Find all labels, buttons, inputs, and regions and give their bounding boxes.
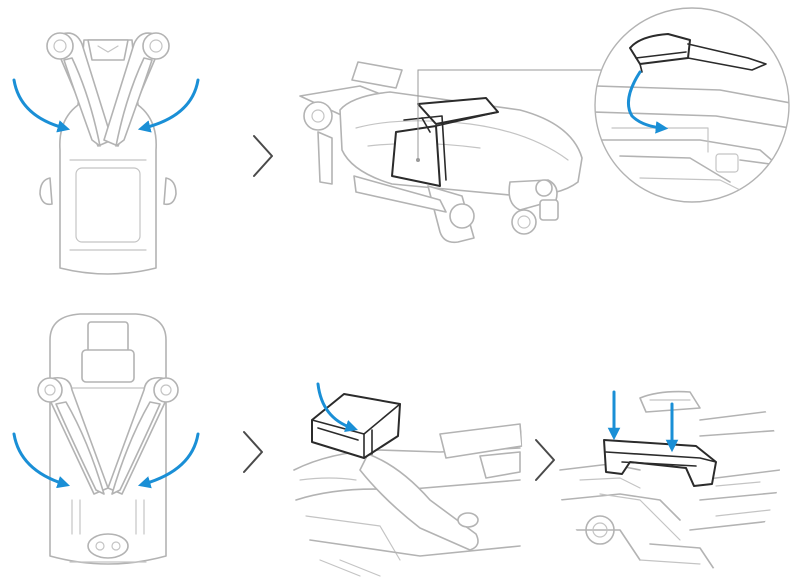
drone-top-view	[39, 32, 177, 275]
step-2-attach-strap	[299, 7, 790, 244]
gimbal-cover	[311, 393, 401, 459]
chevron-right-icon	[243, 431, 263, 473]
fold-arrow-right	[137, 78, 200, 133]
step-3-fold-rear-arms	[12, 313, 200, 565]
cover-arrow	[316, 382, 358, 432]
propeller-holder-strap	[391, 97, 499, 187]
fold-arrow-left	[12, 432, 71, 489]
step-4-place-gimbal-cover	[293, 382, 523, 577]
drone-bottom-view	[37, 313, 179, 565]
step-5-press-gimbal-cover	[559, 390, 780, 578]
drone-underside-closeup	[559, 390, 780, 578]
gimbal-cover-attached	[603, 439, 717, 487]
strap-detail-zoom	[594, 7, 790, 203]
chevron-right-icon	[535, 439, 555, 481]
fold-arrow-right	[137, 432, 200, 489]
chevron-right-icon	[253, 135, 273, 177]
drone-angled-view	[299, 61, 583, 244]
zoom-leader-line	[417, 69, 602, 160]
drone-front-closeup	[293, 423, 523, 577]
strap-arrow	[626, 70, 669, 134]
step-1-fold-front-arms	[12, 32, 200, 275]
fold-arrow-left	[12, 78, 71, 133]
